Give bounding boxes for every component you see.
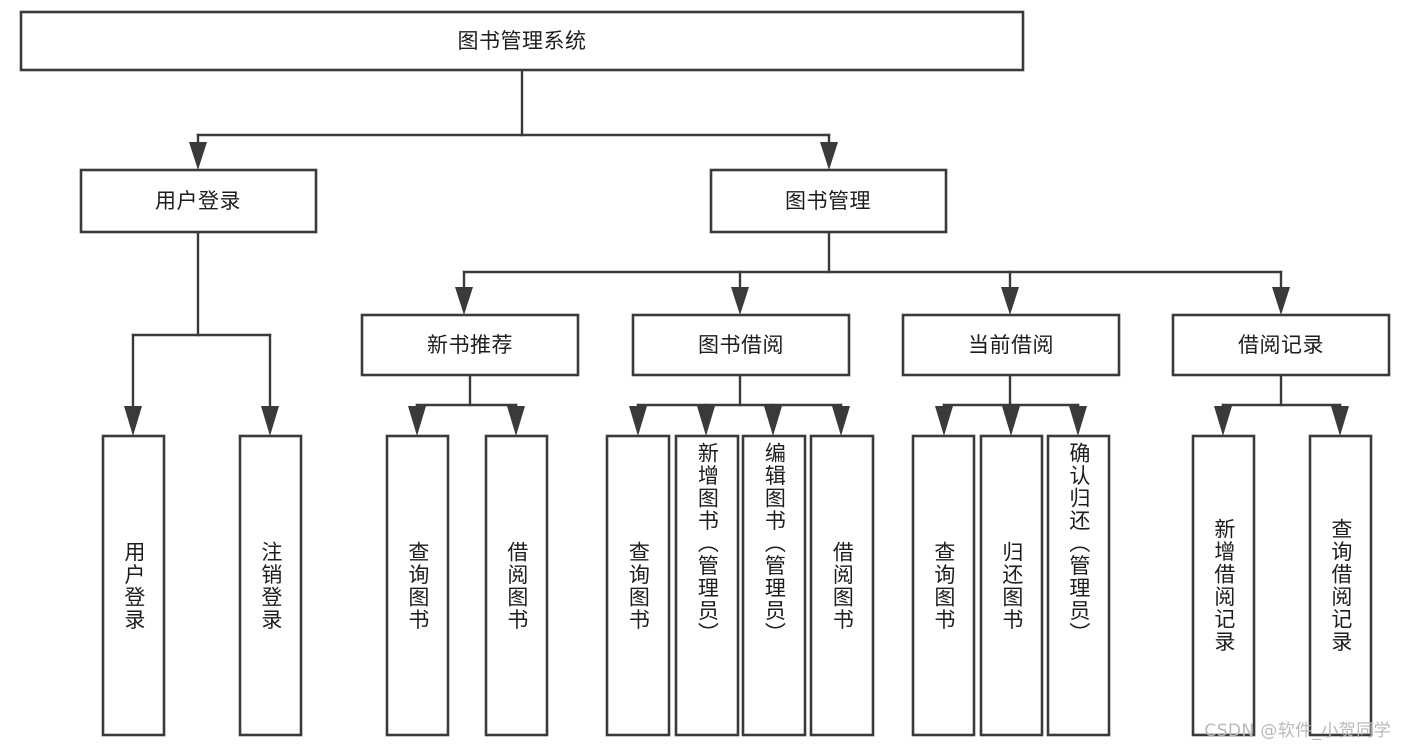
node-box-leaf-query-book-3[interactable] [911, 434, 976, 737]
node-box-leaf-user-login[interactable] [101, 434, 166, 737]
node-box-leaf-add-record[interactable] [1191, 434, 1256, 737]
connector-group-current-borrow [935, 373, 1087, 436]
arrow-head-leaf-query-book-2 [629, 406, 647, 436]
arrow-head-leaf-add-book [697, 406, 715, 436]
connector-group-new-book-recommend [408, 373, 525, 436]
node-label-user-login: 用户登录 [155, 189, 241, 213]
node-box-leaf-return-book[interactable] [979, 434, 1044, 737]
node-box-leaf-query-book-2[interactable] [605, 434, 671, 737]
arrow-head-book-borrow [731, 287, 749, 315]
node-box-leaf-add-book[interactable] [674, 434, 740, 737]
node-label-new-book-recommend: 新书推荐 [427, 333, 513, 357]
node-label-current-borrow: 当前借阅 [968, 333, 1054, 357]
node-box-root[interactable] [19, 10, 1025, 72]
connector-group-book-manage [455, 230, 1290, 315]
connector-group-root [189, 68, 838, 170]
node-box-book-manage[interactable] [709, 168, 948, 234]
arrow-head-new-book-recommend [455, 287, 473, 315]
node-label-root: 图书管理系统 [458, 29, 587, 53]
arrow-head-leaf-query-book-1 [408, 406, 426, 436]
arrow-head-leaf-query-book-3 [935, 406, 953, 436]
arrow-head-leaf-add-record [1214, 406, 1232, 436]
node-box-leaf-edit-book[interactable] [741, 434, 807, 737]
arrow-head-current-borrow [1001, 287, 1019, 315]
connector-group-book-borrow [629, 373, 850, 436]
node-box-user-login[interactable] [79, 168, 318, 234]
arrow-head-book-manage [820, 142, 838, 170]
arrow-head-borrow-record [1272, 287, 1290, 315]
node-label-book-manage: 图书管理 [785, 189, 871, 213]
node-box-leaf-confirm-return[interactable] [1046, 434, 1111, 737]
arrow-head-leaf-user-login [124, 406, 142, 436]
arrow-head-leaf-borrow-book-2 [832, 406, 850, 436]
connector-group-user-login [124, 230, 279, 436]
csdn-watermark: CSDN @软件_小贺同学 [1204, 721, 1391, 741]
node-box-current-borrow[interactable] [901, 313, 1121, 377]
arrow-head-leaf-return-book [1002, 406, 1020, 436]
node-box-borrow-record[interactable] [1171, 313, 1391, 377]
arrow-head-leaf-confirm-return [1069, 406, 1087, 436]
node-box-leaf-borrow-book-1[interactable] [484, 434, 549, 737]
arrow-head-leaf-query-record [1331, 406, 1349, 436]
arrow-head-leaf-borrow-book-1 [507, 406, 525, 436]
connector-group-borrow-record [1214, 373, 1349, 436]
node-box-book-borrow[interactable] [631, 313, 851, 377]
arrow-head-leaf-edit-book [764, 406, 782, 436]
arrow-head-user-login [189, 142, 207, 170]
node-box-leaf-query-record[interactable] [1308, 434, 1373, 737]
node-box-leaf-borrow-book-2[interactable] [809, 434, 875, 737]
node-box-new-book-recommend[interactable] [360, 313, 580, 377]
node-label-borrow-record: 借阅记录 [1238, 333, 1324, 357]
node-box-leaf-logout-login[interactable] [238, 434, 303, 737]
node-label-book-borrow: 图书借阅 [698, 333, 784, 357]
arrow-head-leaf-logout-login [261, 406, 279, 436]
node-box-leaf-query-book-1[interactable] [385, 434, 450, 737]
